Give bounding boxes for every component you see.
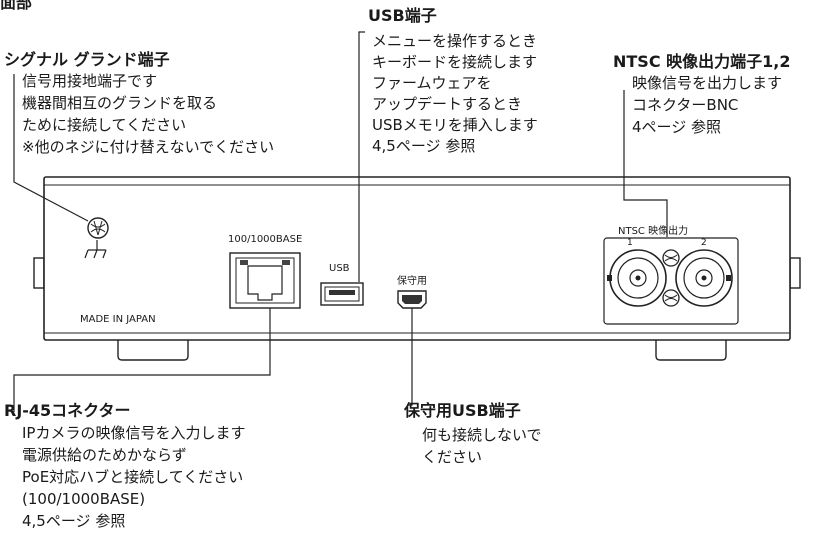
bnc-connector-2: [675, 249, 733, 307]
ntsc-output-label: NTSC 映像出力: [618, 226, 689, 237]
leader-ntsc: [623, 90, 668, 237]
maintenance-callout-title: 保守用USB端子: [404, 401, 521, 420]
leader-ground: [13, 74, 89, 222]
rj45-callout-line: IPカメラの映像信号を入力します: [22, 424, 246, 442]
usb-callout-line: キーボードを接続します: [372, 53, 538, 71]
usb-callout-title: USB端子: [368, 6, 437, 25]
ntsc-callout-line: 4ページ 参照: [632, 118, 722, 136]
rj45-callout-line: (100/1000BASE): [22, 490, 146, 508]
rj45-callout-title: RJ-45コネクター: [4, 401, 131, 420]
leader-usb: [358, 31, 365, 282]
rj45-port: [229, 252, 301, 309]
right-foot: [655, 340, 727, 361]
rj45-callout-line: 4,5ページ 参照: [22, 512, 126, 530]
left-foot: [117, 340, 189, 361]
ntsc-callout-line: 映像信号を出力します: [632, 74, 783, 92]
maintenance-label: 保守用: [397, 276, 427, 287]
ntsc-channel-2-label: 2: [701, 238, 707, 248]
usb-callout-line: 4,5ページ 参照: [372, 137, 476, 155]
ground-callout-title: シグナル グランド端子: [4, 50, 170, 69]
ground-icon: [84, 240, 107, 259]
ground-callout-line: ※他のネジに付け替えないでください: [22, 138, 275, 156]
maintenance-usb-port: [397, 290, 427, 309]
bnc-connector-1: [607, 249, 667, 307]
ground-callout-line: ために接続してください: [22, 116, 187, 134]
usb-label: USB: [329, 263, 350, 274]
maintenance-callout-line: 何も接続しないで: [422, 426, 542, 444]
ntsc-channel-1-label: 1: [627, 238, 633, 248]
page-title: 面部: [0, 0, 33, 12]
usb-callout-line: ファームウェアを: [372, 74, 492, 92]
usb-callout-line: アップデートするとき: [372, 95, 523, 113]
usb-callout-line: メニューを操作するとき: [372, 32, 538, 50]
ntsc-callout-line: コネクターBNC: [632, 96, 739, 114]
leader-maintenance: [407, 308, 413, 406]
ground-callout-line: 機器間相互のグランドを取る: [22, 94, 218, 112]
usb-callout-line: USBメモリを挿入します: [372, 116, 538, 134]
ntsc-callout-title: NTSC 映像出力端子1,2: [613, 52, 791, 71]
maintenance-callout-line: ください: [422, 448, 483, 466]
ground-screw-icon: [87, 217, 109, 239]
lan-label: 100/1000BASE: [228, 234, 303, 245]
ntsc-label-frame: [603, 237, 739, 325]
screw-icon: [662, 249, 680, 307]
made-in-japan-label: MADE IN JAPAN: [80, 314, 156, 325]
leader-rj45: [13, 308, 271, 412]
left-bracket: [33, 257, 45, 289]
right-bracket: [789, 257, 801, 289]
rj45-callout-line: 電源供給のためかならず: [22, 446, 187, 464]
ground-callout-line: 信号用接地端子です: [22, 72, 158, 90]
rj45-callout-line: PoE対応ハブと接続してください: [22, 468, 244, 486]
usb-port: [320, 282, 364, 306]
